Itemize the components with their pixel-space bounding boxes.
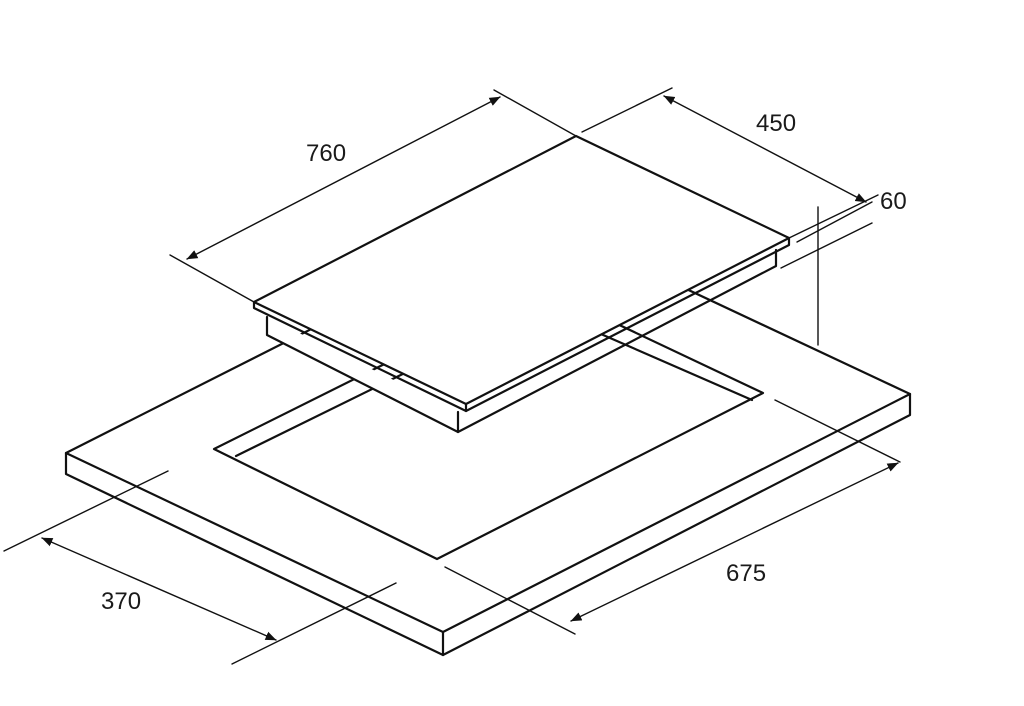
dimension-60 [780,201,873,346]
extension-line [169,254,255,303]
dimension-line [570,462,899,622]
extension-line [780,222,873,269]
dimension-675 [444,399,901,635]
dimension-label-60: 60 [880,188,907,215]
extension-line [774,399,901,463]
dimension-label-760: 760 [306,140,347,167]
extension-line [796,201,873,243]
dimension-label-675: 675 [726,560,767,587]
dimension-line [186,96,501,260]
dimension-370 [3,470,397,665]
dimension-line [41,537,277,641]
extension-line [3,470,169,552]
dimension-label-370: 370 [101,588,142,615]
dimension-450 [581,87,879,239]
extension-line [581,87,673,133]
dimension-label-450: 450 [756,110,797,137]
hob-body [265,315,460,434]
dimension-line [663,95,867,203]
extension-line [231,582,397,665]
dimension-760 [169,89,577,303]
extension-line [444,566,576,635]
extension-line [493,89,577,137]
